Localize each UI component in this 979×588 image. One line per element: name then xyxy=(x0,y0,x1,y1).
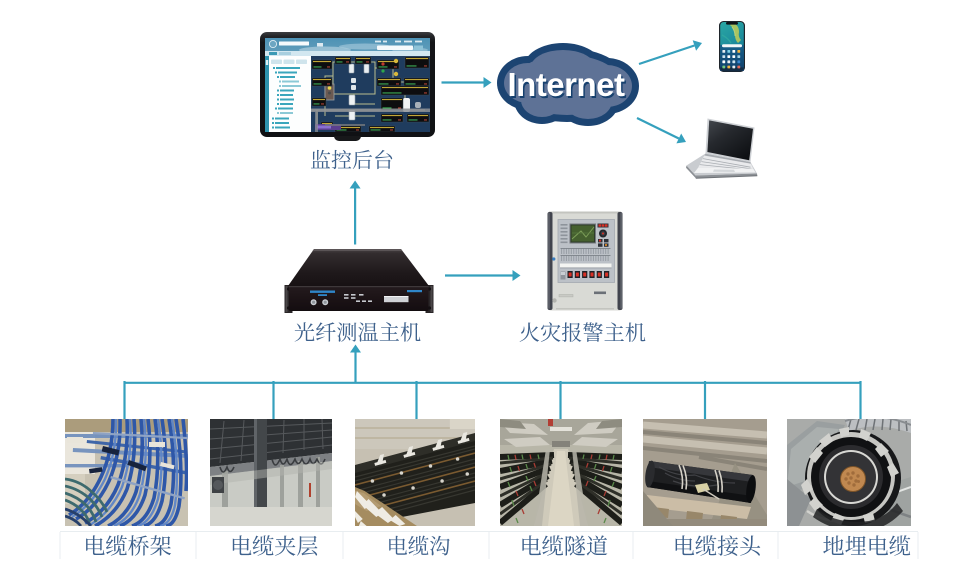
svg-text:Internet: Internet xyxy=(507,66,625,103)
svg-text:Internet: Internet xyxy=(509,68,627,105)
